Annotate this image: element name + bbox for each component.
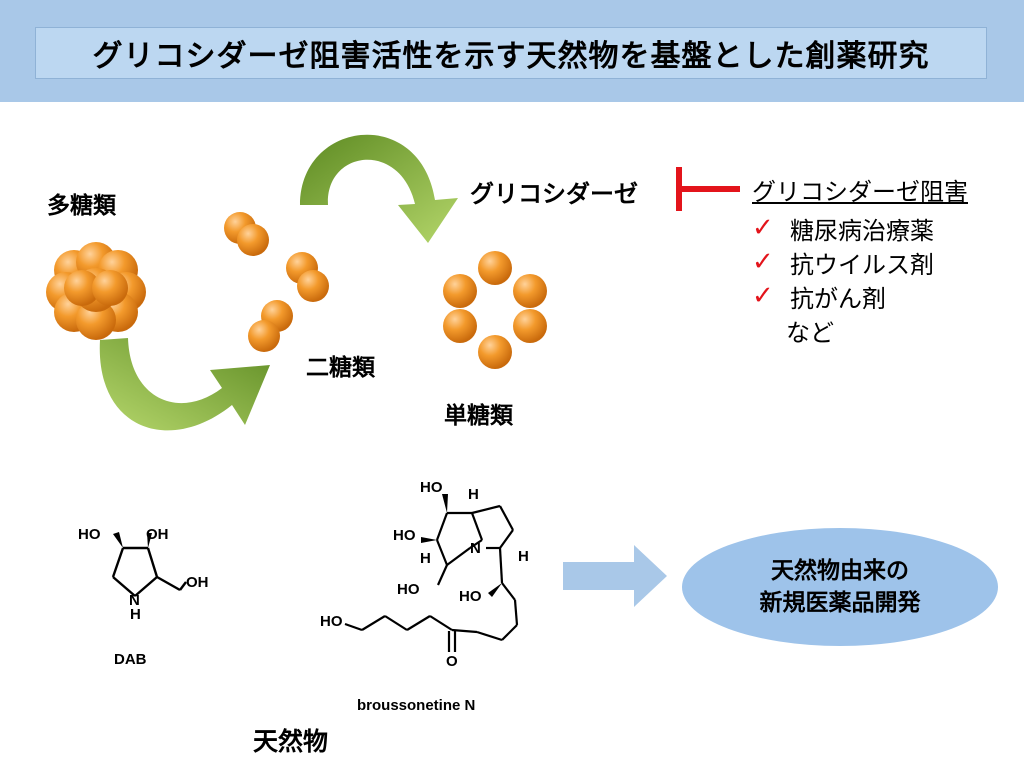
goal-line-1: 天然物由来の: [771, 558, 909, 584]
check-icon: ✓: [752, 281, 774, 311]
check-icon: ✓: [752, 247, 774, 277]
inhibition-effects: グリコシダーゼ阻害 ✓ 糖尿病治療薬 ✓ 抗ウイルス剤 ✓ 抗がん剤 など: [752, 172, 968, 347]
dab-wedge-1: [113, 532, 123, 548]
dab-atom-oh-side: OH: [186, 574, 209, 591]
effect-item: ✓ 抗がん剤: [752, 279, 968, 313]
green-arrow-upper: [300, 134, 458, 243]
brous-atom-h-top: H: [468, 486, 479, 503]
label-natural-products: 天然物: [253, 727, 329, 756]
polysaccharide-cluster: [46, 242, 146, 340]
brous-atom-ho-chain: HO: [320, 613, 343, 630]
effect-label: 糖尿病治療薬: [790, 216, 934, 245]
label-monosaccharide: 単糖類: [444, 403, 513, 429]
dab-name: DAB: [114, 651, 147, 668]
label-glycosidase: グリコシダーゼ: [470, 180, 638, 208]
disaccharide-pairs: [224, 212, 329, 352]
brous-wedge-2: [421, 537, 437, 543]
effect-item: ✓ 抗ウイルス剤: [752, 245, 968, 279]
brous-atom-n: N: [470, 540, 481, 557]
broussonetine-structure: [344, 504, 519, 652]
title-box: グリコシダーゼ阻害活性を示す天然物を基盤とした創薬研究: [35, 27, 987, 79]
green-arrow-lower: [99, 338, 271, 431]
brous-atom-ho-mid: HO: [459, 588, 482, 605]
brous-wedge-1: [442, 494, 448, 513]
dab-wedge-2: [147, 533, 152, 548]
inhibition-heading: グリコシダーゼ阻害: [752, 178, 968, 206]
label-polysaccharide: 多糖類: [47, 193, 116, 219]
inhibition-symbol: [676, 167, 740, 211]
goal-ellipse: 天然物由来の 新規医薬品開発: [682, 528, 998, 646]
monosaccharide-ring: [443, 251, 547, 369]
effect-item: ✓ 糖尿病治療薬: [752, 211, 968, 245]
effect-label: 抗がん剤: [790, 284, 886, 313]
goal-line-2: 新規医薬品開発: [759, 590, 921, 616]
brous-atom-h-left: H: [420, 550, 431, 567]
check-icon: ✓: [752, 213, 774, 243]
dab-atom-oh: OH: [146, 526, 169, 543]
dab-atom-h: H: [130, 606, 141, 623]
effect-etc: など: [786, 318, 834, 347]
brous-atom-h-right: H: [518, 548, 529, 565]
dab-structure: [111, 546, 187, 597]
brous-atom-ho-left: HO: [393, 527, 416, 544]
dab-atom-ho: HO: [78, 526, 101, 543]
effect-label: 抗ウイルス剤: [790, 250, 934, 279]
broussonetine-name: broussonetine N: [357, 697, 476, 714]
brous-wedge-3: [488, 583, 502, 597]
page-title: グリコシダーゼ阻害活性を示す天然物を基盤とした創薬研究: [92, 39, 930, 74]
brous-atom-ho-ch2: HO: [397, 581, 420, 598]
label-disaccharide: 二糖類: [306, 355, 375, 381]
brous-atom-o: O: [446, 653, 458, 670]
dab-atom-n: N: [129, 592, 140, 609]
brous-atom-ho-top: HO: [420, 479, 443, 496]
block-arrow: [563, 545, 667, 607]
